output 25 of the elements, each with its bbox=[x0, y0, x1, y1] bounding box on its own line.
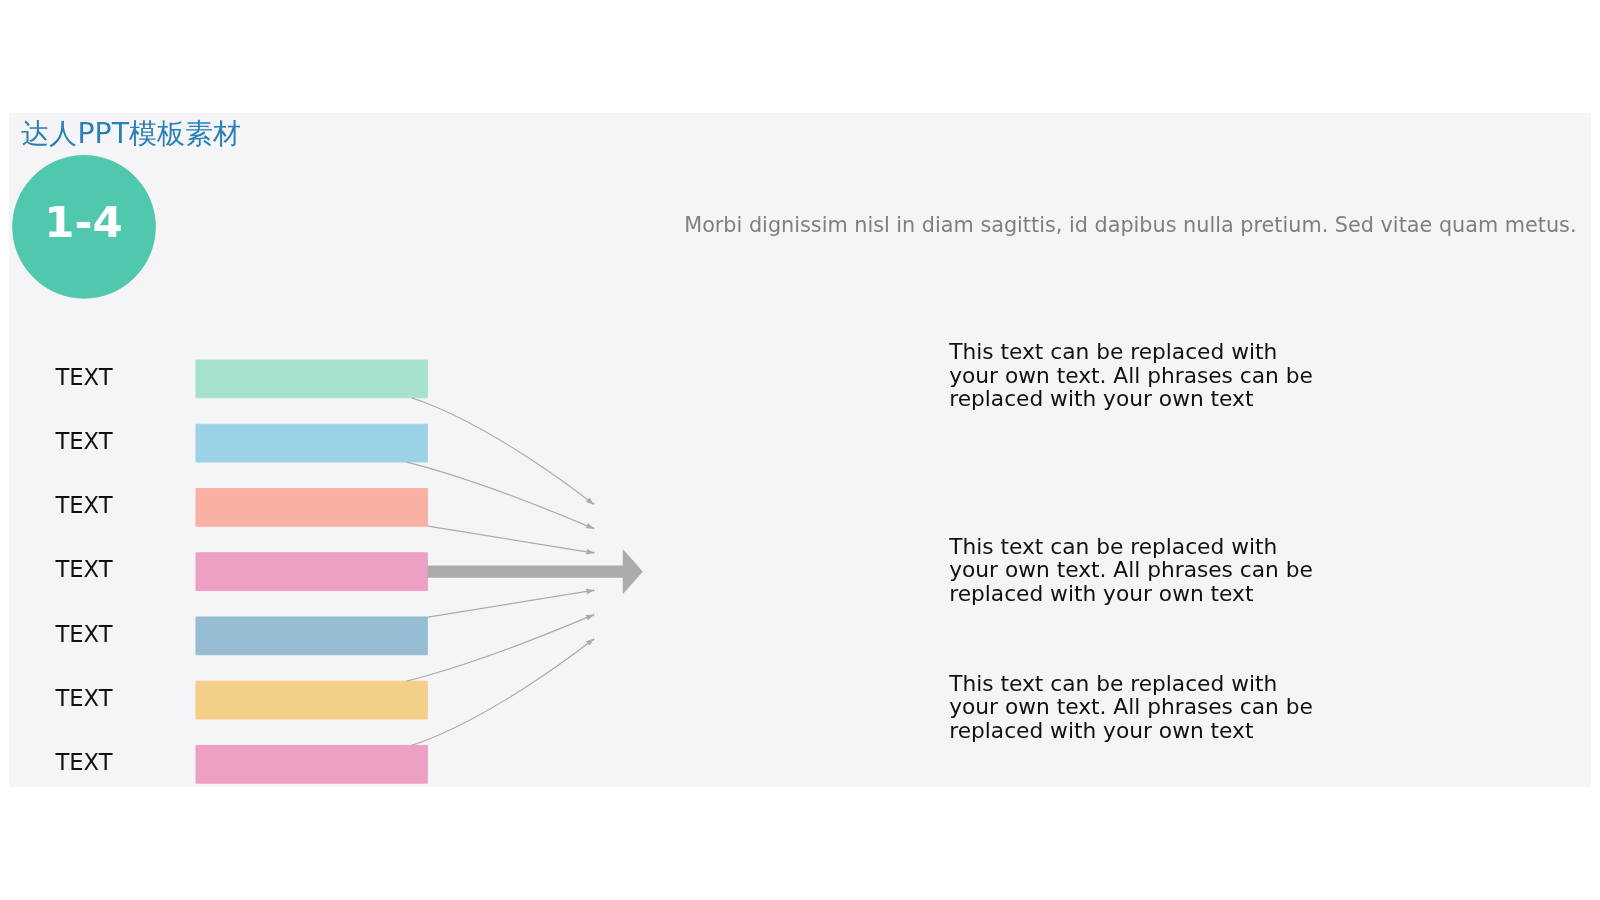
node-label: TEXT bbox=[55, 620, 113, 647]
node-label: TEXT bbox=[55, 556, 113, 583]
node-label: TEXT bbox=[55, 749, 113, 776]
label: Morbi dignissim nisl in diam sagittis, id dapibus nulla pretium. Sed vitae quam metus. bbox=[684, 213, 1577, 238]
arrow bbox=[427, 548, 643, 595]
node-label: TEXT bbox=[55, 428, 113, 455]
arrow bbox=[410, 397, 595, 505]
arrow bbox=[427, 588, 595, 618]
node-circle: 1-4 bbox=[12, 155, 156, 299]
arrow bbox=[405, 614, 595, 682]
node-label: TEXT bbox=[55, 684, 113, 711]
label: This text can be replaced with your own text. All phrases can be replaced with your own text bbox=[949, 670, 1313, 743]
node-bar bbox=[195, 616, 428, 656]
node-bar bbox=[195, 423, 428, 463]
node-bar bbox=[195, 488, 428, 527]
node-bar bbox=[195, 552, 428, 591]
label: This text can be replaced with your own text. All phrases can be replaced with your own text bbox=[949, 338, 1313, 412]
node-bar bbox=[195, 744, 428, 784]
diagram-title: 达人PPT模板素材 bbox=[21, 117, 241, 151]
arrow bbox=[410, 638, 595, 746]
node-label: TEXT bbox=[55, 492, 113, 519]
node-label: TEXT bbox=[55, 363, 113, 390]
label: This text can be replaced with your own text. All phrases can be replaced with your own text bbox=[949, 533, 1313, 606]
node-bar bbox=[195, 359, 428, 399]
node-bar bbox=[195, 680, 428, 720]
